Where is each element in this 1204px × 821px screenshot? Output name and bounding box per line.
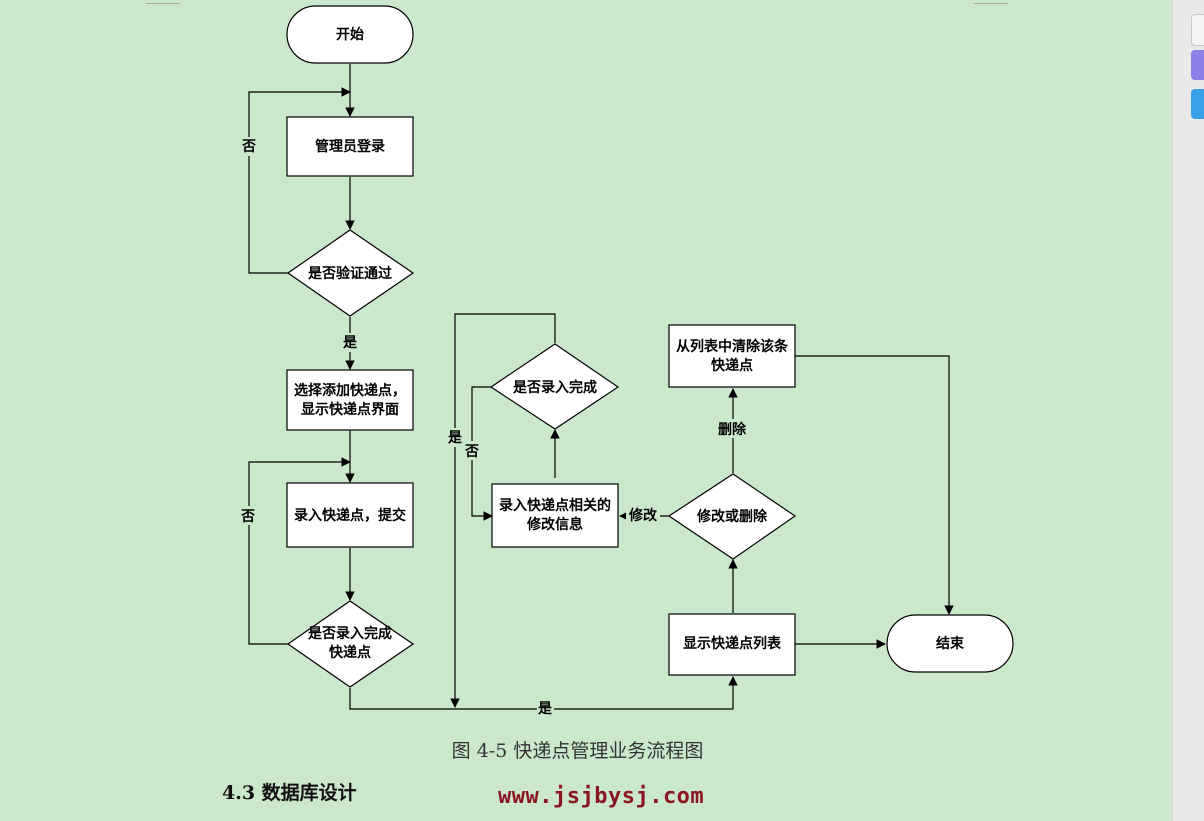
- edge-label-yes-input: 是: [538, 701, 553, 717]
- modify-or-delete-diamond: [667, 473, 797, 560]
- login-box: [286, 116, 414, 177]
- modify-done-label: 是否录入完成: [513, 379, 597, 396]
- page-corner-mark-left: [146, 0, 180, 4]
- edge-remove-end: [795, 355, 954, 615]
- modify-or-delete-label: 修改或删除: [696, 508, 768, 525]
- input-modify-label-2: 修改信息: [526, 516, 583, 533]
- show-list-box: [668, 613, 796, 676]
- right-sidebar: [1172, 0, 1204, 821]
- sidebar-tool-button-2[interactable]: [1191, 50, 1204, 80]
- edge-label-modify: 修改: [628, 507, 658, 524]
- edge-verify-no-loop: [248, 87, 351, 274]
- remove-label-2: 快递点: [711, 357, 753, 374]
- page-corner-mark-right: [974, 0, 1008, 4]
- select-add-label-1: 选择添加快递点，: [294, 382, 406, 399]
- select-add-label-2: 显示快递点界面: [301, 401, 399, 418]
- sidebar-tool-button-3[interactable]: [1191, 89, 1204, 119]
- end-label: 结束: [936, 635, 965, 652]
- flowchart: 开始 管理员登录 是否验证通过 选择添加快递点， 显示快递点界面 录入快递点，提…: [240, 5, 1014, 718]
- end-terminal: [886, 614, 1014, 673]
- edge-label-yes-modify: 是: [448, 430, 463, 446]
- input-done-label-1: 是否录入完成: [308, 625, 392, 642]
- verify-diamond: [286, 229, 415, 317]
- edge-label-yes-verify: 是: [343, 335, 358, 351]
- edge-label-no-input: 否: [240, 509, 255, 525]
- edge-modify-yes-loop: [450, 313, 556, 708]
- edge-label-no-modify: 否: [464, 444, 479, 460]
- remove-label-1: 从列表中清除该条: [676, 338, 789, 355]
- input-done-diamond: [286, 600, 415, 688]
- figure-caption: 图 4-5 快递点管理业务流程图: [451, 740, 704, 762]
- remove-box: [668, 324, 796, 388]
- select-add-box: [286, 369, 414, 431]
- start-terminal: [286, 5, 414, 64]
- edge-check-no-loop: [248, 457, 351, 645]
- verify-label: 是否验证通过: [308, 265, 392, 282]
- show-list-label: 显示快递点列表: [683, 635, 782, 652]
- edge-label-delete: 删除: [718, 421, 747, 438]
- watermark: www.jsjbysj.com: [498, 784, 705, 809]
- modify-done-diamond: [489, 343, 620, 430]
- login-label: 管理员登录: [315, 138, 385, 155]
- section-heading: 4.3 数据库设计: [222, 782, 357, 804]
- input-submit-label: 录入快递点，提交: [294, 507, 406, 524]
- input-modify-label-1: 录入快递点相关的: [499, 497, 611, 514]
- edge-label-no-login: 否: [241, 139, 256, 155]
- input-done-label-2: 快递点: [329, 644, 371, 661]
- start-label: 开始: [336, 26, 364, 43]
- input-modify-box: [491, 483, 619, 548]
- sidebar-tool-button-1[interactable]: [1191, 14, 1204, 46]
- input-submit-box: [286, 482, 414, 548]
